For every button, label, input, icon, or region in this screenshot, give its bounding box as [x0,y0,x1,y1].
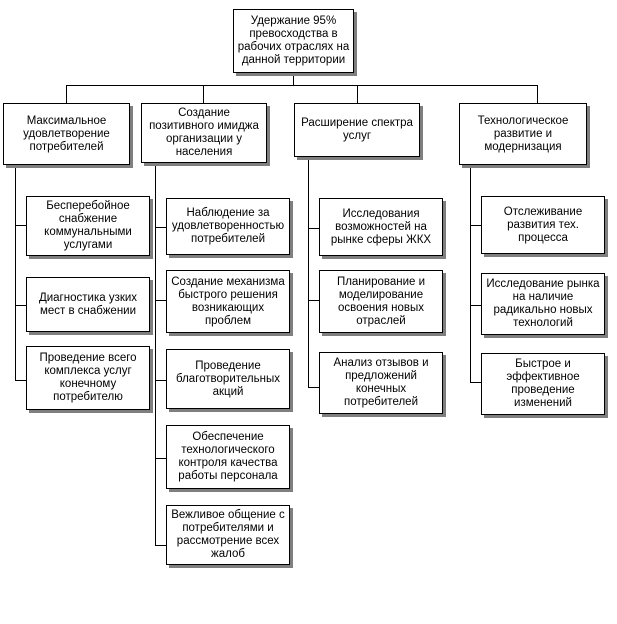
stub-2-1 [308,300,319,301]
stub-0-1 [15,305,26,306]
leaf-node-label: Отслеживание развития тех. процесса [503,205,583,244]
leaf-node-1-0: Наблюдение за удовлетворенностью потреби… [166,198,290,255]
spine-3 [470,165,471,382]
leaf-node-label: Вежливое общение с потребителями и рассм… [171,509,285,560]
leaf-node-label: Планирование и моделирование освоения но… [336,275,426,327]
connector-branch-2 [357,85,358,103]
branch-node-0: Максимальное удовлетворение потребителей [3,103,130,165]
leaf-node-2-2: Анализ отзывов и предложений конечных по… [319,352,443,414]
leaf-node-label: Исследования возможностей на рынке сферы… [330,207,432,246]
spine-0 [15,165,16,380]
stub-1-1 [155,300,166,301]
leaf-node-label: Проведение всего комплекса услуг конечно… [39,352,137,403]
stub-3-2 [470,382,481,383]
leaf-node-label: Бесперебойное снабжение коммунальными ус… [44,200,132,251]
stub-1-2 [155,380,166,381]
connector-branch-1 [203,85,204,103]
stub-3-0 [470,225,481,226]
branch-node-label: Создание позитивного имиджа организации … [149,107,259,158]
root-node: Удержание 95% превосходства в рабочих от… [233,9,354,73]
branch-node-1: Создание позитивного имиджа организации … [141,103,267,163]
leaf-node-label: Наблюдение за удовлетворенностью потреби… [171,207,285,245]
stub-2-2 [308,387,319,388]
leaf-node-label: Диагностика узких мест в снабжении [38,291,138,317]
leaf-node-0-2: Проведение всего комплекса услуг конечно… [26,346,150,410]
leaf-node-1-4: Вежливое общение с потребителями и рассм… [166,505,290,565]
leaf-node-2-1: Планирование и моделирование освоения но… [319,270,443,333]
stub-1-4 [155,545,166,546]
leaf-node-label: Создание механизма быстрого решения возн… [171,275,285,327]
connector-root-down [293,73,294,85]
leaf-node-label: Быстрое и эффективное проведение изменен… [506,358,580,409]
stub-2-0 [308,228,319,229]
leaf-node-label: Анализ отзывов и предложений конечных по… [333,357,429,408]
stub-0-0 [15,225,26,226]
leaf-node-1-2: Проведение благотворительных акций [166,349,290,409]
connector-branch-3 [537,85,538,103]
stub-0-2 [15,380,26,381]
leaf-node-3-1: Исследование рынка на наличие радикально… [481,273,605,335]
leaf-node-2-0: Исследования возможностей на рынке сферы… [319,198,443,256]
leaf-node-3-2: Быстрое и эффективное проведение изменен… [481,353,605,415]
leaf-node-label: Исследование рынка на наличие радикально… [486,278,600,329]
branch-node-3: Технологическое развитие и модернизация [459,103,587,165]
leaf-node-0-1: Диагностика узких мест в снабжении [26,277,150,332]
root-node-label: Удержание 95% превосходства в рабочих от… [237,15,350,66]
branch-node-2: Расширение спектра услуг [294,103,420,157]
branch-node-label: Технологическое развитие и модернизация [477,114,569,153]
connector-horizontal-bus [66,85,537,86]
spine-2 [308,157,309,387]
spine-1 [155,163,156,546]
leaf-node-1-1: Создание механизма быстрого решения возн… [166,270,290,333]
leaf-node-3-0: Отслеживание развития тех. процесса [481,196,605,254]
stub-1-3 [155,458,166,459]
stub-1-0 [155,227,166,228]
leaf-node-1-3: Обеспечение технологического контроля ка… [166,425,290,489]
leaf-node-0-0: Бесперебойное снабжение коммунальными ус… [26,196,150,256]
stub-3-1 [470,305,481,306]
branch-node-label: Максимальное удовлетворение потребителей [23,114,110,153]
branch-node-label: Расширение спектра услуг [301,117,413,142]
leaf-node-label: Обеспечение технологического контроля ка… [178,431,278,482]
leaf-node-label: Проведение благотворительных акций [176,359,280,398]
connector-branch-0 [66,85,67,103]
